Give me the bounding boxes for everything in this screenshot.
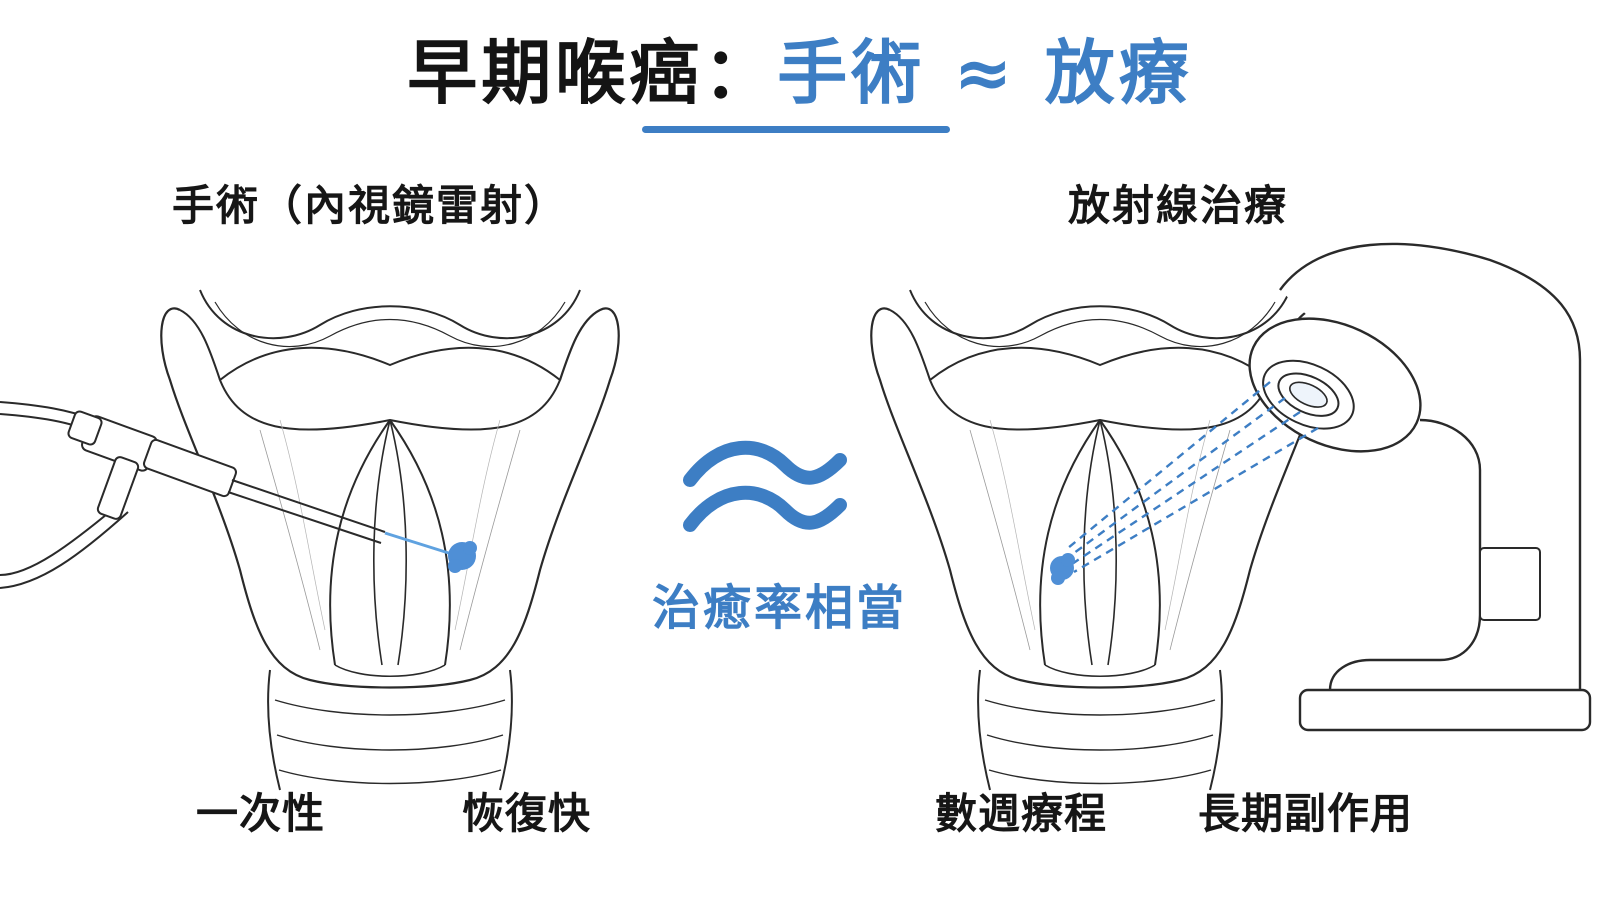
tumor-left-icon	[448, 541, 477, 573]
title-underline	[642, 126, 950, 133]
title-highlight: 手術 ≈ 放療	[777, 32, 1193, 114]
radiation-machine-icon	[1248, 242, 1592, 732]
radiation-note-weeks: 數週療程	[935, 789, 1108, 838]
tumor-right-icon	[1050, 553, 1075, 585]
surgery-note-fast-recovery: 恢復快	[462, 789, 592, 838]
radiation-note-side-effects: 長期副作用	[1198, 789, 1414, 838]
radiation-beams	[1067, 381, 1319, 574]
larynx-left-illustration	[160, 288, 620, 792]
surgery-note-one-time: 一次性	[196, 789, 326, 838]
title-prefix: 早期喉癌：	[407, 32, 778, 114]
endoscope-laser-icon	[0, 401, 456, 589]
radiation-heading: 放射線治療	[1068, 181, 1289, 230]
equivalence-label: 治癒率相當	[652, 580, 908, 636]
approximately-equal-icon	[683, 440, 847, 532]
surgery-heading: 手術（內視鏡雷射）	[172, 181, 569, 230]
page-title: 早期喉癌：手術 ≈ 放療	[0, 28, 1600, 118]
